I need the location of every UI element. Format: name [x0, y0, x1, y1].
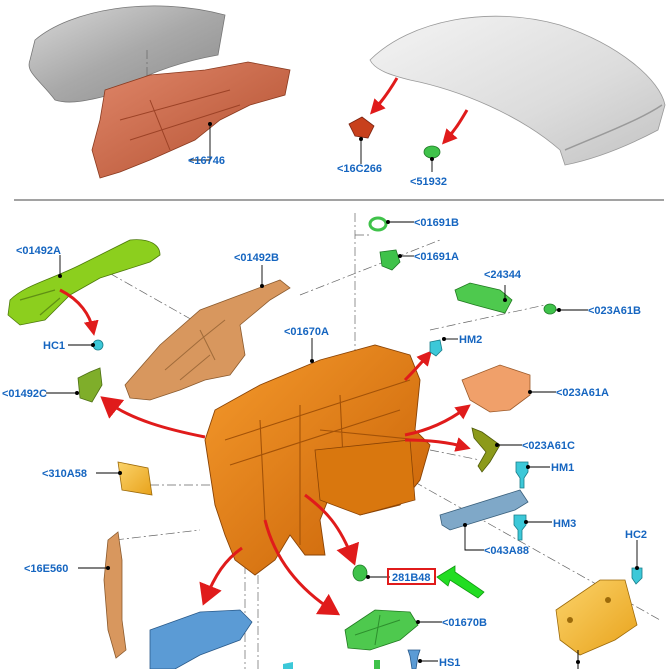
plug-281B48-part	[352, 564, 368, 582]
label-023A61B: <023A61B	[588, 305, 641, 317]
arrow-to-023A61C	[404, 437, 471, 452]
bracket-01670B-detail	[354, 614, 401, 646]
label-HM1: HM1	[551, 462, 574, 474]
panel-hole	[605, 597, 611, 603]
plug-01691A-part	[379, 249, 401, 271]
bracket-01670B-part	[344, 609, 419, 651]
bracket-01492C-part	[77, 367, 103, 403]
bracket-01492A-part	[7, 239, 161, 326]
insulator-detail	[119, 89, 241, 151]
label-HC1: HC1	[43, 340, 65, 352]
hood-panel	[28, 5, 226, 103]
roof-panel	[369, 15, 666, 166]
arrow-to-blue-bracket	[199, 546, 243, 606]
clip-HC2-part	[631, 567, 643, 585]
leader-043A88	[464, 525, 484, 551]
label-023A61C: <023A61C	[522, 440, 575, 452]
panel-hole-2	[567, 617, 573, 623]
arrow-to-01670B	[263, 519, 341, 616]
highlight-box-281B48	[387, 568, 436, 585]
panel-023A61A-part	[461, 364, 531, 413]
label-HM3: HM3	[553, 518, 576, 530]
green-pointer-arrow	[436, 565, 485, 599]
label-24344: <24344	[484, 269, 522, 281]
block-310A58-part	[117, 461, 153, 496]
label-023A61A: <023A61A	[556, 387, 609, 399]
label-01691B: <01691B	[414, 217, 459, 229]
label-281B48: 281B48	[392, 572, 431, 584]
label-16E560: <16E560	[24, 563, 68, 575]
grommet-01691B-part	[368, 216, 388, 232]
arrow-to-16C266	[369, 77, 399, 115]
arrow-to-51932	[441, 109, 469, 145]
label-16746: <16746	[188, 155, 225, 167]
label-01492B: <01492B	[234, 252, 279, 264]
clip-bottom-part	[283, 662, 293, 669]
bracket-023A61C-part	[471, 427, 501, 473]
panel-yellow-part	[555, 579, 638, 656]
clip-HM2-part	[429, 339, 443, 357]
label-043A88: <043A88	[484, 545, 529, 557]
label-01670B: <01670B	[442, 617, 487, 629]
label-HC2: HC2	[625, 529, 647, 541]
label-16C266: <16C266	[337, 163, 382, 175]
label-HS1: HS1	[439, 657, 460, 669]
arrow-to-023A61A	[404, 404, 471, 437]
clip-HM3-part	[513, 514, 527, 541]
strip-16E560-part	[103, 531, 127, 659]
leader-16746	[190, 122, 211, 161]
arrow-to-01492C	[100, 396, 206, 439]
blue-bracket-part	[149, 609, 253, 669]
arrow-to-281B48	[304, 493, 360, 566]
arrow-to-HC1	[59, 288, 99, 336]
pad-16C266-part	[348, 116, 375, 139]
plug-51932-part	[423, 145, 441, 159]
clip-HM1-part	[515, 461, 529, 489]
bracket-24344-part	[454, 282, 513, 314]
label-HM2: HM2	[459, 334, 482, 346]
label-01492C: <01492C	[2, 388, 47, 400]
label-310A58: <310A58	[42, 468, 87, 480]
screw-HS1-part	[407, 649, 421, 669]
roof-edge	[564, 104, 663, 151]
bracket-b-detail	[164, 319, 226, 381]
insulator-16746-part	[91, 61, 291, 179]
label-01670A: <01670A	[284, 326, 329, 338]
plug-bottom-part	[374, 660, 380, 669]
label-01691A: <01691A	[414, 251, 459, 263]
bracket-detail	[19, 289, 61, 316]
plug-023A61B-part	[543, 303, 557, 315]
bracket-01492B-part	[124, 279, 291, 401]
label-51932: <51932	[410, 176, 447, 188]
bracket-043A88-part	[439, 489, 529, 531]
arrow-to-HM2	[403, 350, 432, 382]
label-01492A: <01492A	[16, 245, 61, 257]
dash-panel-box	[314, 439, 416, 516]
